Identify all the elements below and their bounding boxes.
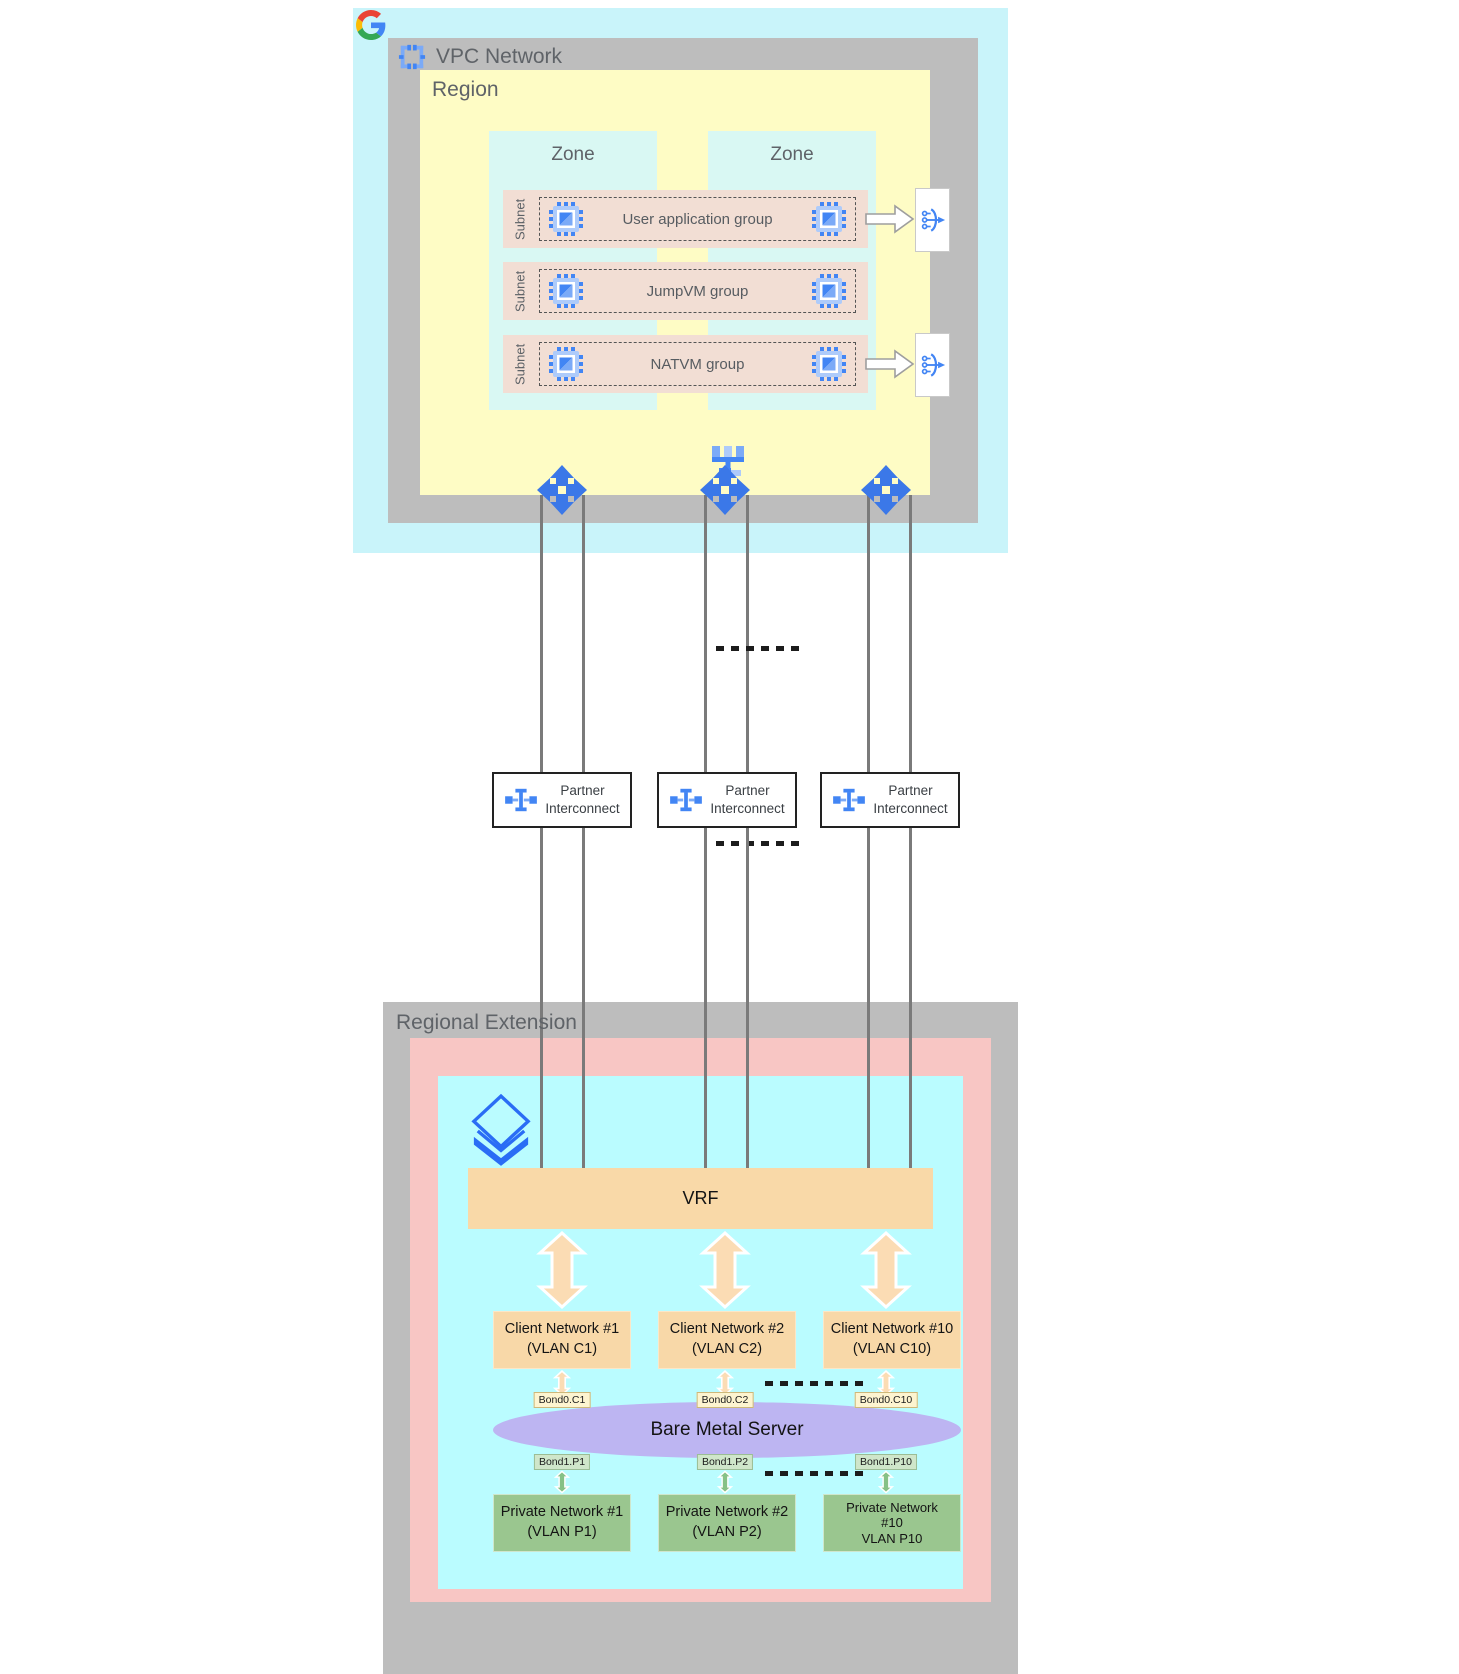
client-network-box: Client Network #2 (VLAN C2)	[658, 1311, 796, 1369]
bare-metal-server: Bare Metal Server	[493, 1402, 961, 1458]
subnet-label: Subnet	[512, 343, 528, 385]
load-balancer-node	[915, 188, 950, 252]
bond-interface-label: Bond0.C10	[854, 1392, 918, 1408]
cloud-router-icon	[860, 464, 912, 516]
instance-group-label: NATVM group	[650, 355, 745, 373]
client-network-box: Client Network #10 (VLAN C10)	[823, 1311, 961, 1369]
private-network-box: Private Network #10 VLAN P10	[823, 1494, 961, 1552]
connector-line	[867, 828, 870, 1168]
subnet-row: Subnet JumpVM group	[503, 262, 868, 320]
private-network-vlan: (VLAN P2)	[692, 1524, 762, 1540]
ellipsis-separator	[765, 1381, 863, 1386]
private-network-name: Private Network #1	[500, 1504, 624, 1521]
google-logo	[356, 10, 386, 40]
vpc-network-icon	[398, 43, 426, 71]
partner-interconnect-label-line1: Partner	[888, 783, 933, 799]
subnet-row: Subnet NATVM group	[503, 335, 868, 393]
subnet-label: Subnet	[512, 198, 528, 240]
zone-label: Zone	[551, 144, 595, 165]
vpc-network-title: VPC Network	[436, 45, 563, 68]
partner-interconnect-label-line1: Partner	[725, 783, 770, 799]
zone-label: Zone	[770, 144, 814, 165]
connector-line	[704, 495, 707, 772]
private-network-vlan: VLAN P10	[861, 1530, 923, 1546]
subnet-label: Subnet	[512, 270, 528, 312]
compute-vm-icon	[549, 347, 583, 381]
client-network-vlan: (VLAN C10)	[852, 1341, 932, 1357]
vrf-box: VRF	[468, 1168, 933, 1229]
ellipsis-separator	[716, 841, 806, 846]
cloud-router-icon	[536, 464, 588, 516]
compute-vm-icon	[549, 202, 583, 236]
compute-vm-icon	[812, 202, 846, 236]
private-network-number: #10	[881, 1515, 903, 1531]
instance-group-label: JumpVM group	[646, 282, 749, 300]
connector-line	[540, 495, 543, 772]
bidirectional-arrow-small	[554, 1470, 570, 1494]
subnet-row: Subnet User application group	[503, 190, 868, 248]
regional-extension-title: Regional Extension	[396, 1011, 577, 1034]
bidirectional-arrow	[697, 1231, 753, 1309]
connector-line	[704, 828, 707, 1168]
connector-line	[909, 828, 912, 1168]
ellipsis-separator	[716, 646, 806, 651]
bond-interface-label: Bond1.P10	[855, 1454, 917, 1470]
instance-group-label: User application group	[622, 210, 773, 228]
partner-interconnect-label-line1: Partner	[560, 783, 605, 799]
connector-line	[582, 828, 585, 1168]
connector-line	[867, 495, 870, 772]
cloud-router-icon	[699, 464, 751, 516]
bond-interface-label: Bond0.C2	[696, 1392, 754, 1408]
client-network-name: Client Network #1	[504, 1321, 620, 1338]
load-balancer-icon	[920, 207, 946, 233]
client-network-box: Client Network #1 (VLAN C1)	[493, 1311, 631, 1369]
client-network-name: Client Network #2	[669, 1321, 785, 1338]
connector-line	[746, 828, 749, 1168]
egress-arrow	[864, 349, 916, 379]
partner-interconnect-label-line2: Interconnect	[873, 801, 948, 816]
client-network-vlan: (VLAN C2)	[691, 1341, 763, 1357]
bidirectional-arrow-small	[878, 1470, 894, 1494]
partner-interconnect-label-line2: Interconnect	[545, 801, 620, 816]
partner-interconnect: Partner Interconnect	[492, 772, 632, 828]
compute-vm-icon	[549, 274, 583, 308]
instance-group: User application group	[539, 197, 856, 241]
client-network-vlan: (VLAN C1)	[526, 1341, 598, 1357]
private-network-vlan: (VLAN P1)	[527, 1524, 597, 1540]
private-network-box: Private Network #2 (VLAN P2)	[658, 1494, 796, 1552]
partner-interconnect-icon	[832, 786, 866, 814]
private-network-name: Private Network #2	[665, 1504, 789, 1521]
instance-group: JumpVM group	[539, 269, 856, 313]
bidirectional-arrow	[858, 1231, 914, 1309]
connector-line	[582, 495, 585, 772]
bare-metal-icon	[470, 1094, 532, 1168]
connector-line	[909, 495, 912, 772]
client-network-name: Client Network #10	[830, 1321, 954, 1338]
partner-interconnect-icon	[669, 786, 703, 814]
instance-group: NATVM group	[539, 342, 856, 386]
bidirectional-arrow	[534, 1231, 590, 1309]
compute-vm-icon	[812, 274, 846, 308]
partner-interconnect: Partner Interconnect	[657, 772, 797, 828]
connector-line	[746, 495, 749, 772]
connector-line	[540, 828, 543, 1168]
load-balancer-icon	[920, 352, 946, 378]
bond-interface-label: Bond0.C1	[533, 1392, 591, 1408]
compute-vm-icon	[812, 347, 846, 381]
bond-interface-label: Bond1.P1	[533, 1454, 591, 1470]
partner-interconnect: Partner Interconnect	[820, 772, 960, 828]
nat-gateway-node	[915, 333, 950, 397]
ellipsis-separator	[765, 1471, 863, 1476]
private-network-name: Private Network	[846, 1499, 938, 1515]
partner-interconnect-icon	[504, 786, 538, 814]
bond-interface-label: Bond1.P2	[696, 1454, 754, 1470]
bidirectional-arrow-small	[717, 1470, 733, 1494]
egress-arrow	[864, 204, 916, 234]
region-label: Region	[432, 78, 499, 101]
private-network-box: Private Network #1 (VLAN P1)	[493, 1494, 631, 1552]
partner-interconnect-label-line2: Interconnect	[710, 801, 785, 816]
